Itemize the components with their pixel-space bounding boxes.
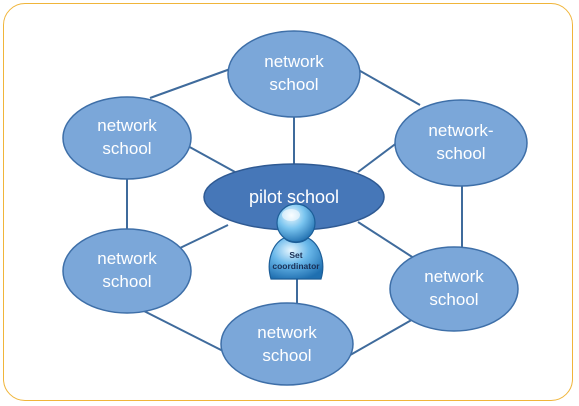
edge-center-upper-left: [185, 144, 236, 173]
node-upper-right-label-2: school: [436, 144, 485, 163]
node-top-label-1: network: [264, 52, 324, 71]
node-bottom-label-1: network: [257, 323, 317, 342]
node-lower-right-label-2: school: [429, 290, 478, 309]
node-upper-right-label-1: network-: [428, 121, 493, 140]
coordinator-head-icon: [276, 203, 316, 243]
edge-top-upper-right: [354, 67, 421, 106]
node-upper-right-shape: [394, 99, 528, 187]
node-upper-left-label-2: school: [102, 139, 151, 158]
node-upper-left: network school: [62, 96, 192, 180]
node-lower-right-label-1: network: [424, 267, 484, 286]
edge-center-lower-left: [179, 224, 229, 249]
edge-lower-right-bottom: [344, 317, 416, 359]
node-bottom-label-2: school: [262, 346, 311, 365]
center-node: pilot school: [203, 163, 385, 231]
node-lower-left-shape: [62, 228, 192, 314]
coordinator-label-2: coordinator: [272, 261, 320, 271]
node-upper-left-label-1: network: [97, 116, 157, 135]
node-bottom-shape: [220, 302, 354, 386]
edge-center-upper-right: [357, 141, 399, 173]
node-lower-left: network school: [62, 228, 192, 314]
edge-top-upper-left: [149, 67, 234, 99]
coordinator-label-1: Set: [289, 250, 302, 260]
node-top-label-2: school: [269, 75, 318, 94]
center-node-label: pilot school: [249, 187, 339, 207]
coordinator-person-icon: Set coordinator: [268, 203, 324, 280]
coordinator-head-highlight: [282, 209, 300, 221]
node-lower-left-label-1: network: [97, 249, 157, 268]
node-lower-right-shape: [389, 246, 519, 332]
connector-lines: [126, 67, 463, 359]
edge-center-lower-right: [357, 221, 421, 263]
node-lower-left-label-2: school: [102, 272, 151, 291]
node-top: network school: [227, 30, 361, 118]
node-upper-right: network- school: [394, 99, 528, 187]
node-upper-left-shape: [62, 96, 192, 180]
edge-lower-left-bottom: [141, 309, 226, 353]
node-lower-right: network school: [389, 246, 519, 332]
node-bottom: network school: [220, 302, 354, 386]
node-top-shape: [227, 30, 361, 118]
